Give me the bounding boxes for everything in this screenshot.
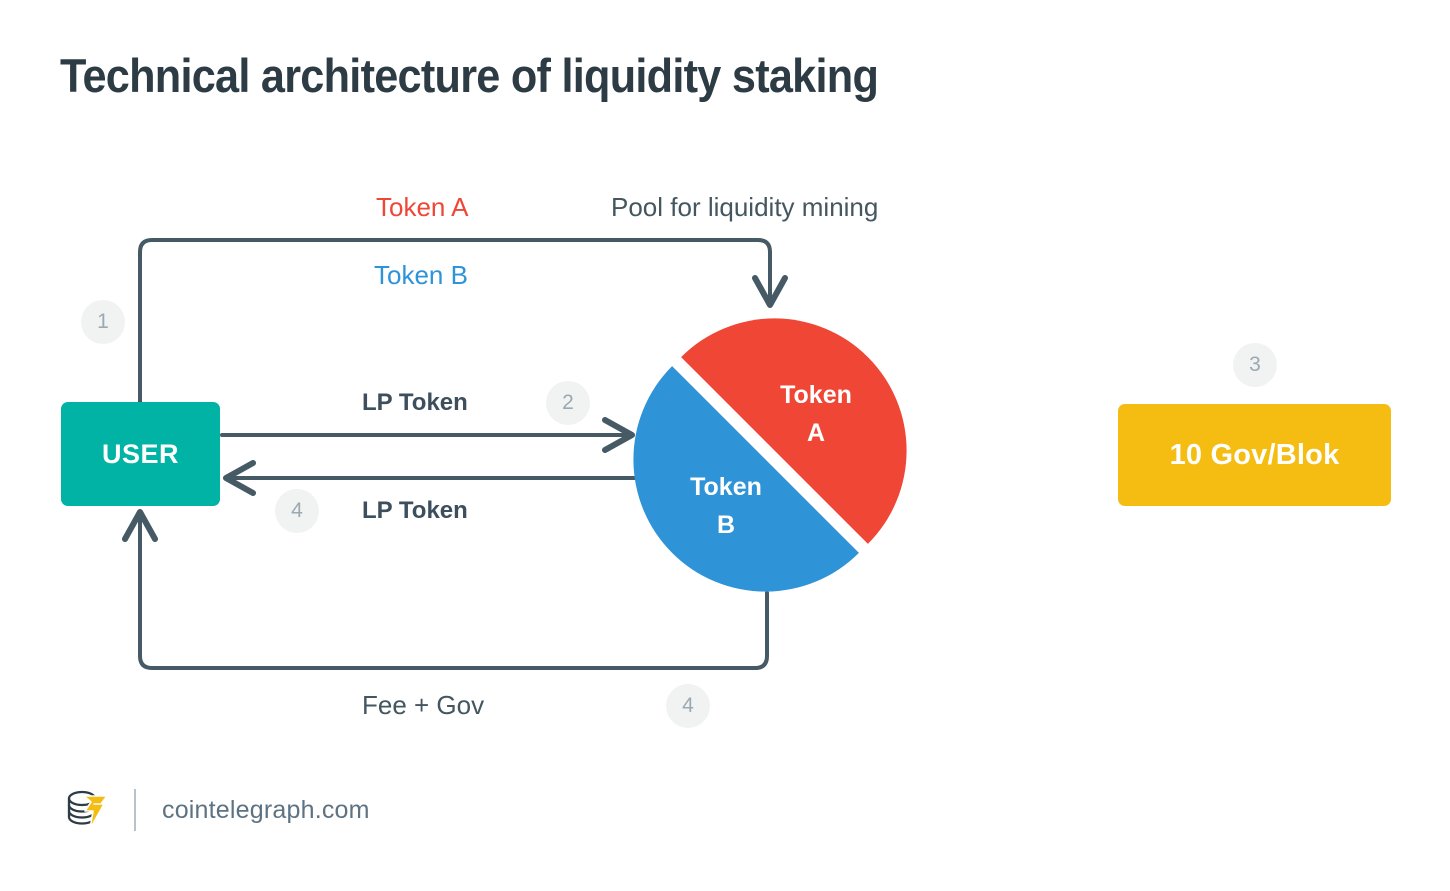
step-badge-3: 3	[1233, 343, 1277, 387]
pie-label-token-a: Token A	[780, 381, 852, 447]
label-pool-caption: Pool for liquidity mining	[611, 192, 879, 222]
cointelegraph-logo-icon	[60, 784, 112, 836]
step-badge-2: 2	[546, 381, 590, 425]
label-fee-gov: Fee + Gov	[362, 690, 485, 720]
footer-divider	[134, 789, 136, 831]
gov-reward-node[interactable]: 10 Gov/Blok	[1118, 404, 1391, 506]
wire-deposit-tokens	[138, 238, 788, 404]
pie-slice-token-a	[681, 318, 907, 544]
label-token-a: Token A	[376, 192, 469, 222]
gov-reward-label: 10 Gov/Blok	[1169, 438, 1340, 471]
step-badge-4-lp-return: 4	[275, 489, 319, 533]
page-title: Technical architecture of liquidity stak…	[60, 49, 879, 102]
step-badge-4-fee-gov: 4	[666, 684, 710, 728]
pie-label-token-b: Token B	[690, 473, 762, 539]
liquidity-pool-pie: Token A Token B	[630, 315, 910, 595]
user-node[interactable]: USER	[61, 402, 220, 506]
label-token-b: Token B	[374, 260, 468, 290]
step-badge-1: 1	[81, 300, 125, 344]
user-node-label: USER	[101, 438, 179, 469]
pie-slice-token-b	[633, 366, 859, 592]
footer-site-url: cointelegraph.com	[162, 795, 370, 824]
label-lp-token-in: LP Token	[362, 497, 468, 524]
wire-fee-gov-return	[122, 509, 769, 670]
label-lp-token-out: LP Token	[362, 389, 468, 416]
footer: cointelegraph.com	[60, 782, 370, 838]
